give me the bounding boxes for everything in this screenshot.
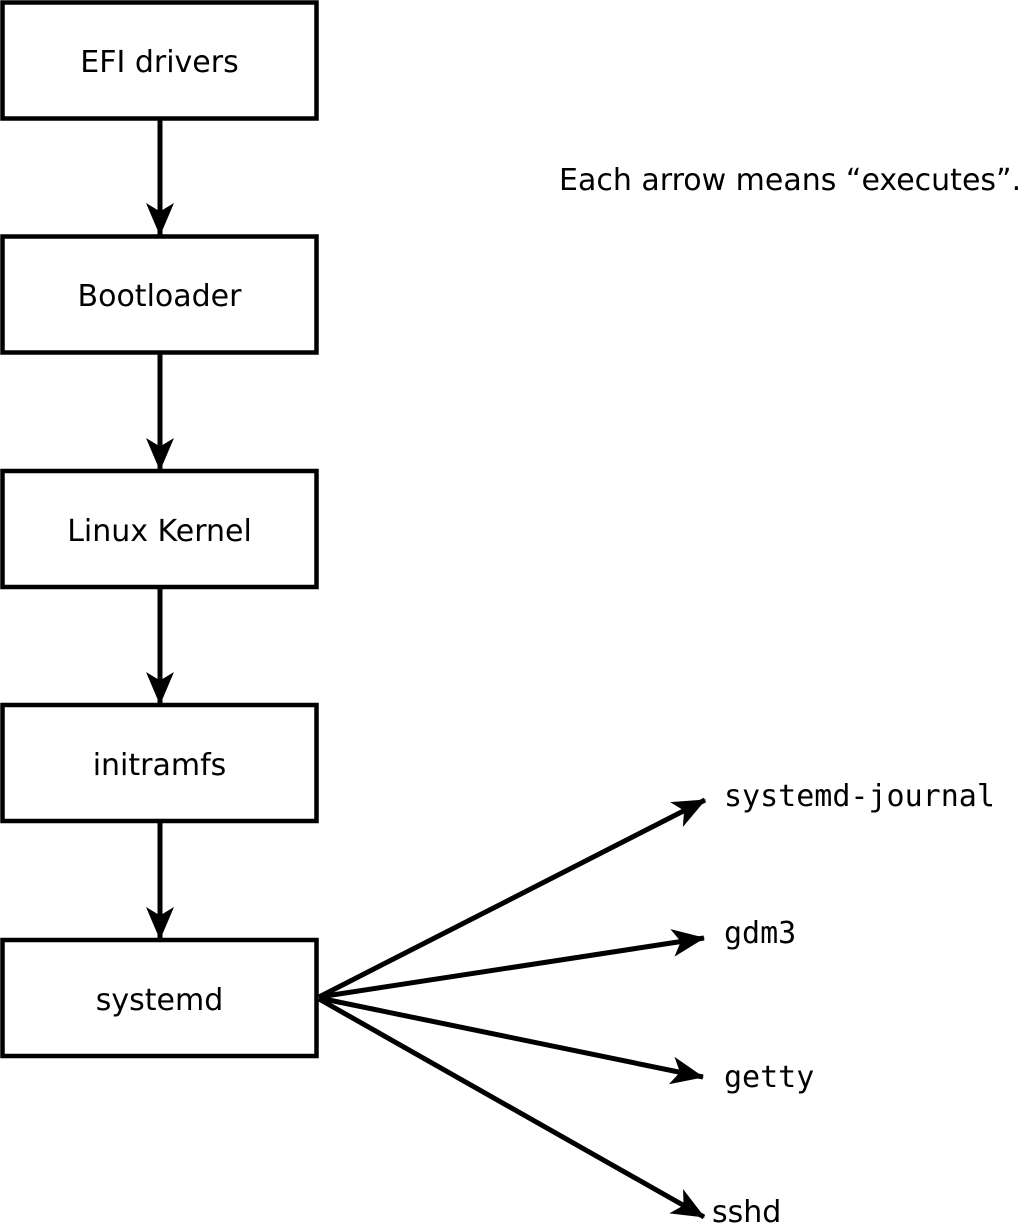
node-label-bootloader: Bootloader: [78, 279, 243, 314]
node-box-initramfs: [0, 702, 319, 824]
arrow-systemd-to-systemd-journal: [317, 797, 707, 1000]
node-label-efi-drivers: EFI drivers: [80, 45, 238, 80]
arrow-systemd-to-sshd: [317, 996, 706, 1220]
diagram-caption: Each arrow means “executes”.: [559, 163, 1021, 198]
node-label-systemd: systemd: [96, 983, 224, 1018]
node-label-linux-kernel: Linux Kernel: [67, 514, 252, 549]
node-box-linux-kernel: [0, 468, 319, 590]
arrow-systemd-to-gdm3: [318, 929, 705, 1000]
node-bootloader: Bootloader: [0, 234, 319, 355]
arrow-systemd-to-getty: [318, 995, 704, 1085]
target-label-getty: getty: [724, 1060, 814, 1095]
node-box-efi-drivers: [0, 0, 319, 121]
target-label-gdm3: gdm3: [724, 916, 796, 951]
node-box-systemd: [0, 937, 319, 1059]
node-systemd: systemd: [0, 937, 319, 1059]
node-efi-drivers: EFI drivers: [0, 0, 319, 121]
target-label-sshd: sshd: [712, 1195, 781, 1230]
node-label-initramfs: initramfs: [93, 748, 227, 783]
node-linux-kernel: Linux Kernel: [0, 468, 319, 590]
target-label-systemd-journal: systemd-journal: [724, 779, 995, 814]
node-initramfs: initramfs: [0, 702, 319, 824]
node-box-bootloader: [0, 234, 319, 355]
